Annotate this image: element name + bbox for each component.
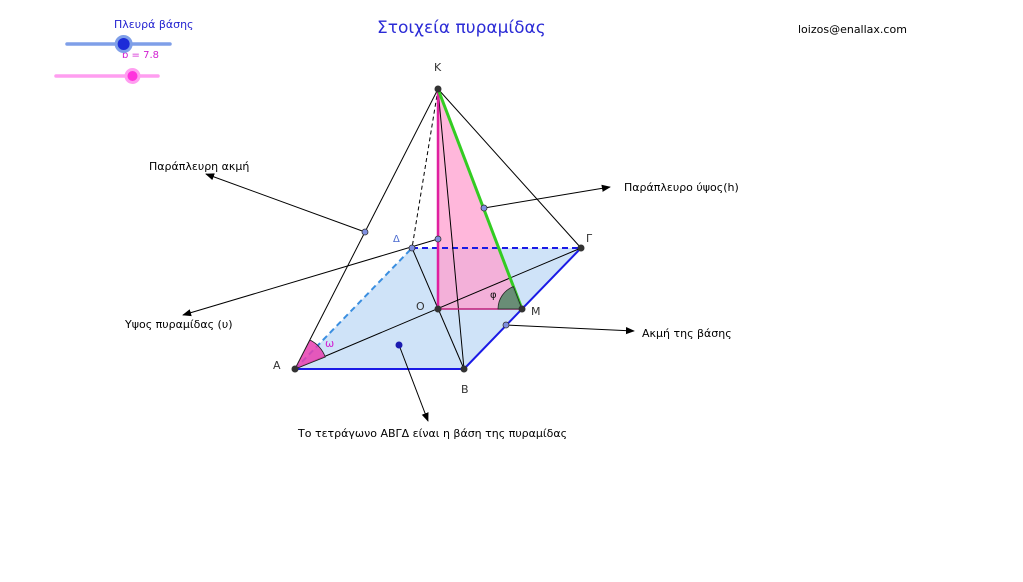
anchor-base-edge[interactable] [502, 321, 510, 329]
arrow-lateral-edge [205, 173, 366, 233]
height-slider-knob[interactable] [124, 68, 141, 84]
point-m[interactable] [518, 305, 526, 313]
lateral-edge-kg [437, 88, 582, 249]
label-b: Β [461, 383, 469, 396]
label-m: Μ [531, 305, 541, 318]
label-omega: ω [325, 337, 334, 350]
arrow-lateral-height [483, 184, 611, 209]
base-side-slider[interactable] [65, 35, 172, 53]
lateral-edge-kd-hidden [411, 88, 439, 249]
text-lateral-edge: Παράπλευρη ακμή [149, 160, 249, 173]
page-title: Στοιχεία πυραμίδας [377, 18, 546, 38]
arrow-pyramid-height [182, 238, 439, 317]
anchor-pyramid-height[interactable] [434, 235, 442, 243]
anchor-lateral-height[interactable] [480, 204, 488, 212]
base-side-slider-knob[interactable] [114, 35, 133, 53]
label-g: Γ [586, 232, 593, 245]
point-d[interactable] [408, 244, 416, 252]
point-k[interactable] [434, 85, 442, 93]
lateral-height-line [436, 88, 524, 310]
label-k: Κ [434, 61, 442, 74]
angle-omega-mark [294, 339, 326, 370]
base-side-slider-label: Πλευρά βάσης [114, 18, 194, 31]
text-pyramid-height: Υψος πυραμίδας (υ) [124, 318, 232, 331]
text-lateral-height: Παράπλευρο ύψος(h) [624, 181, 739, 194]
anchor-lateral-edge[interactable] [361, 228, 369, 236]
label-o: Ο [416, 300, 425, 313]
angle-phi-mark [497, 286, 523, 310]
point-a[interactable] [291, 365, 299, 373]
anchor-base-square[interactable] [395, 341, 403, 349]
author-email: loizos@enallax.com [798, 23, 907, 36]
lateral-edge-kb [437, 88, 465, 370]
arrow-base-square [398, 344, 429, 422]
point-b[interactable] [460, 365, 468, 373]
text-base-edge: Ακμή της βάσης [642, 327, 732, 340]
point-o[interactable] [434, 305, 442, 313]
arrow-base-edge [505, 324, 635, 335]
text-base-square: Το τετράγωνο ΑΒΓΔ είναι η βάση της πυραμ… [297, 427, 567, 440]
label-phi: φ [490, 290, 497, 301]
label-d: Δ [393, 234, 400, 245]
point-g[interactable] [577, 244, 585, 252]
label-a: Α [273, 359, 281, 372]
height-slider[interactable] [54, 68, 160, 84]
height-slider-value: b = 7.8 [122, 50, 159, 61]
base-edge-ad-hidden [294, 247, 413, 370]
